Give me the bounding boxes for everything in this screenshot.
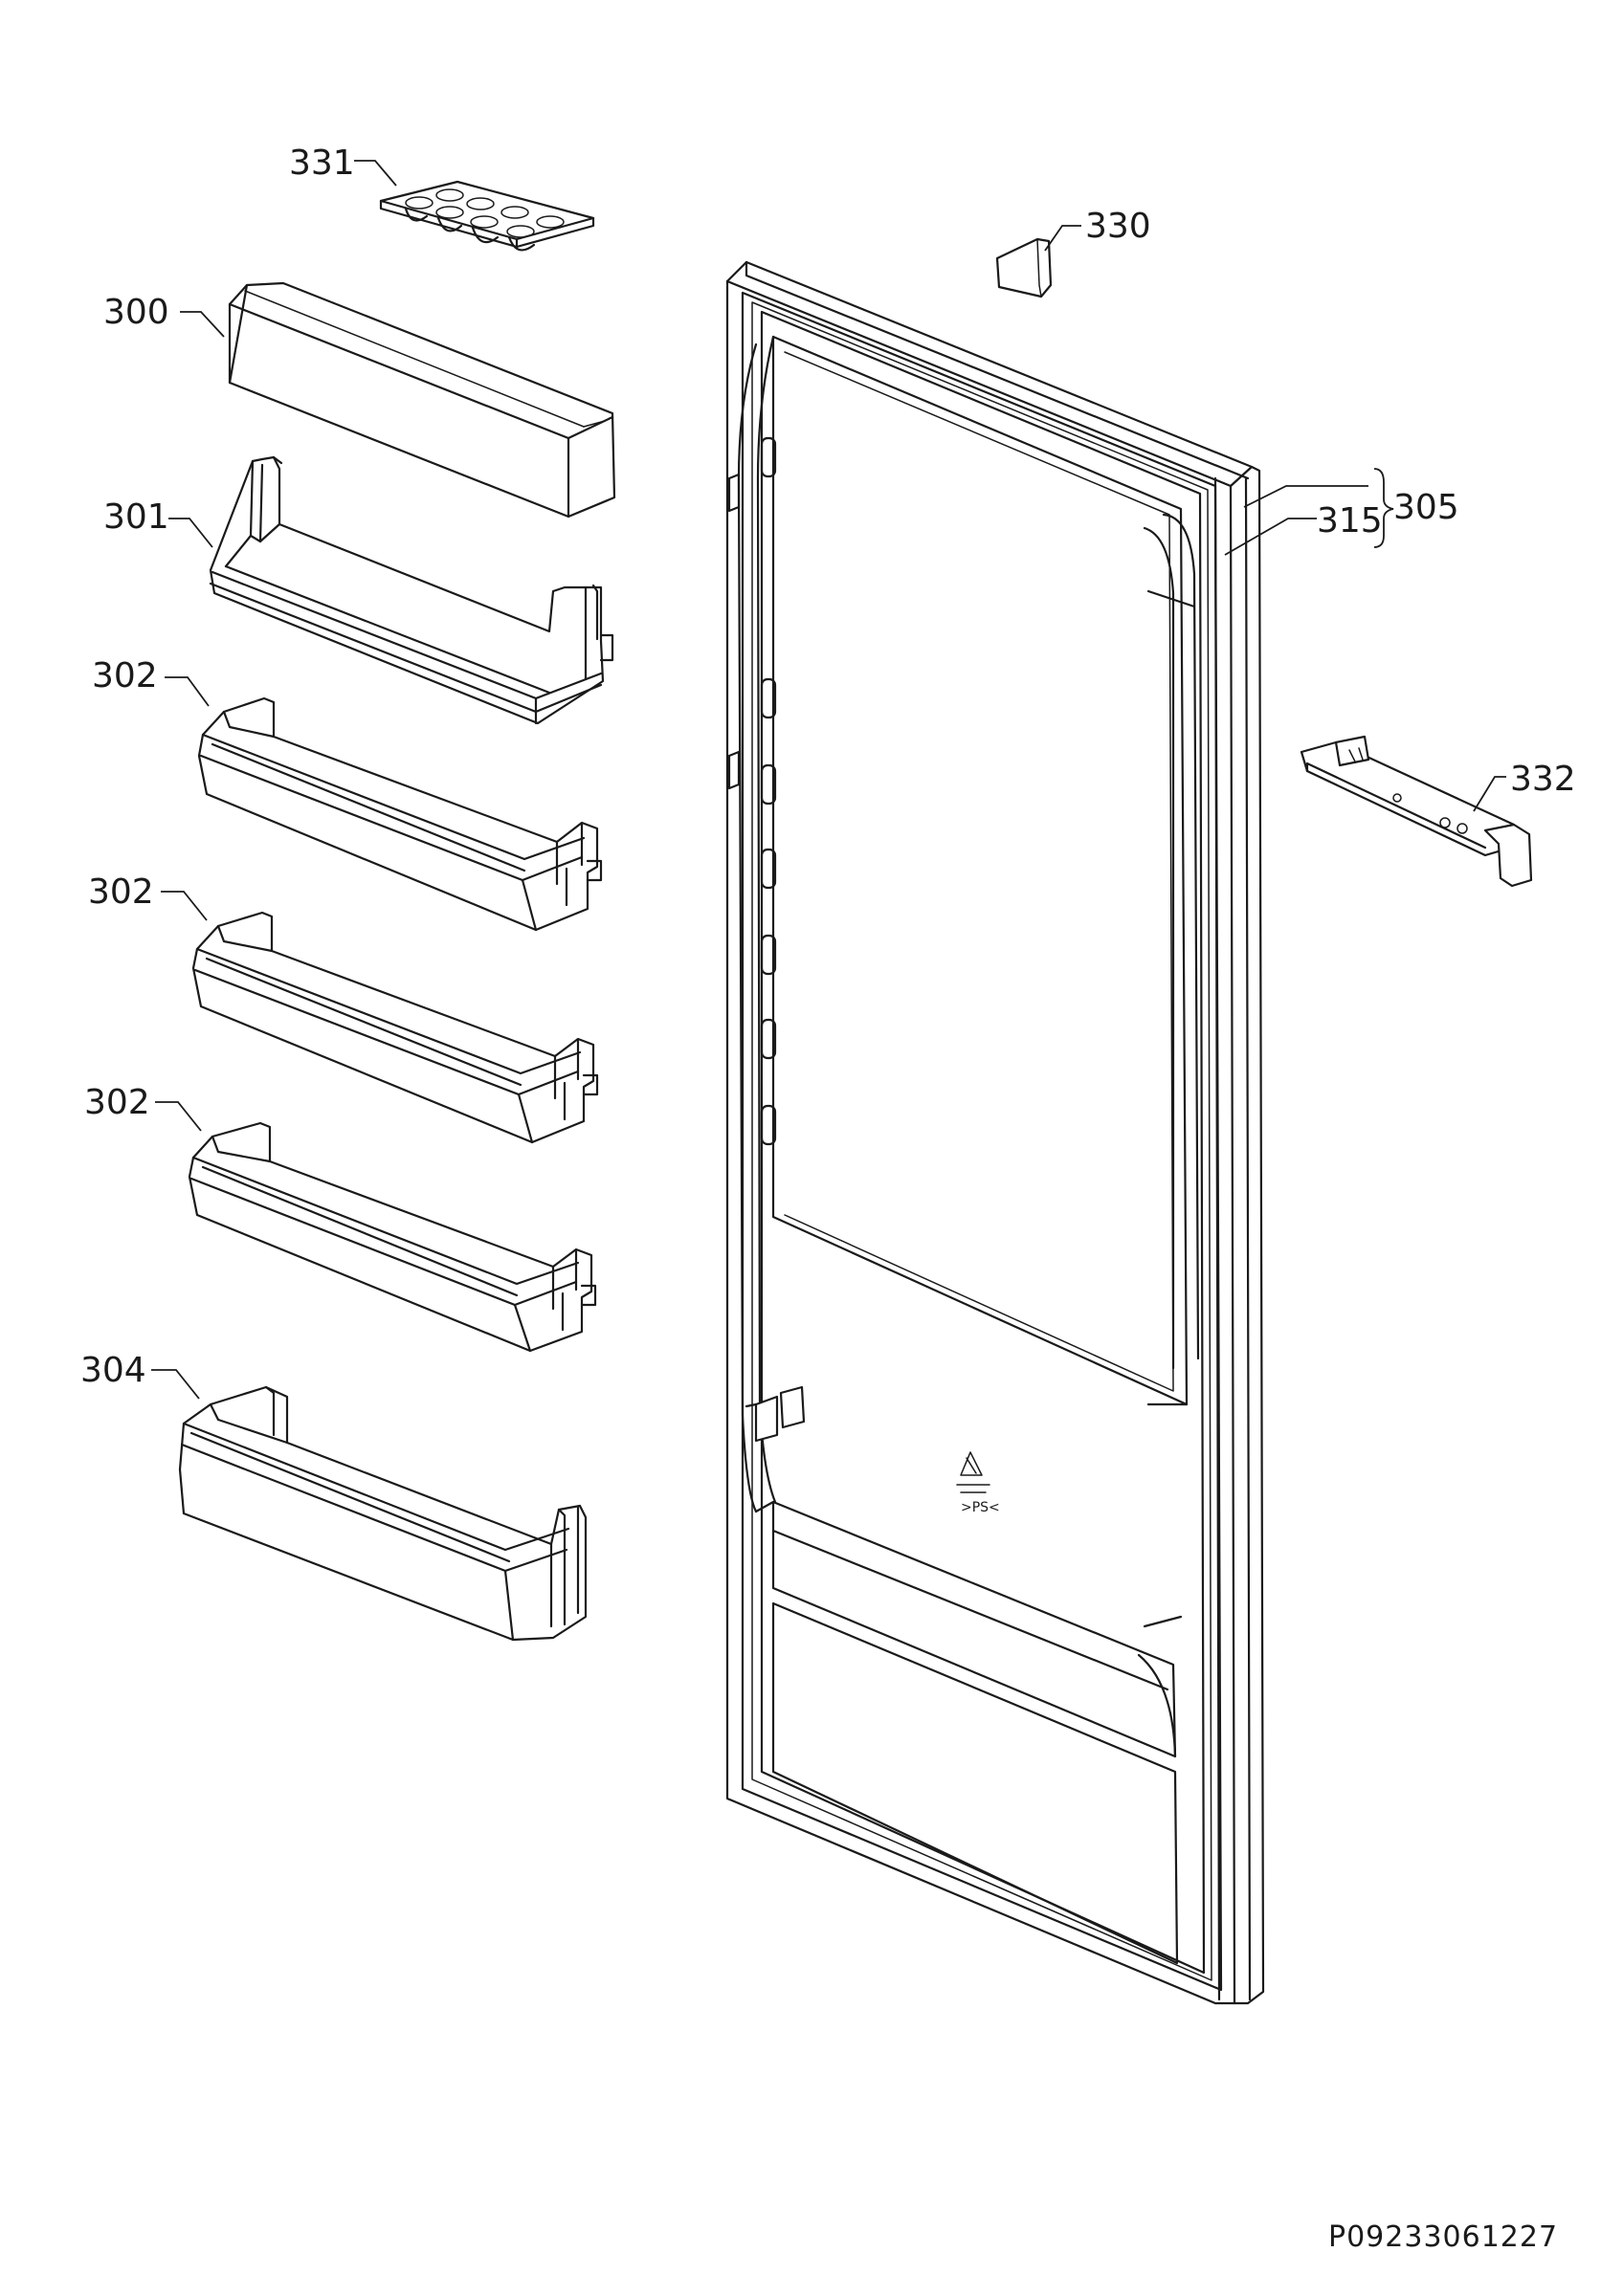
door-shelf-1 — [197, 696, 603, 932]
handle-cover — [995, 237, 1053, 298]
door-shelf-3 — [188, 1121, 597, 1353]
door-shelf-cover — [228, 281, 616, 519]
callout-door-shelf-1: 302 — [92, 656, 158, 695]
callout-door-shelf-top: 301 — [103, 497, 169, 537]
callout-door-assembly: 305 — [1393, 488, 1459, 527]
callout-door-shelf-2: 302 — [88, 872, 154, 912]
callout-bottle-shelf: 304 — [80, 1351, 146, 1390]
callout-door-gasket: 315 — [1317, 501, 1383, 541]
door-shelf-top — [209, 455, 614, 725]
fridge-door: >PS< — [725, 260, 1265, 2005]
hinge — [1300, 735, 1533, 888]
bottle-shelf — [178, 1385, 588, 1642]
callout-hinge: 332 — [1510, 760, 1576, 799]
callout-handle-cover: 330 — [1085, 207, 1151, 246]
egg-tray — [379, 180, 595, 252]
callout-egg-tray: 331 — [289, 144, 355, 183]
leader-lines — [151, 160, 1506, 1400]
drawing-number: P09233061227 — [1328, 2220, 1558, 2254]
callout-door-shelf-cover: 300 — [103, 293, 169, 332]
recycle-mark: >PS< — [961, 1500, 1000, 1515]
callout-door-shelf-3: 302 — [84, 1083, 150, 1122]
door-shelf-2 — [191, 911, 599, 1144]
